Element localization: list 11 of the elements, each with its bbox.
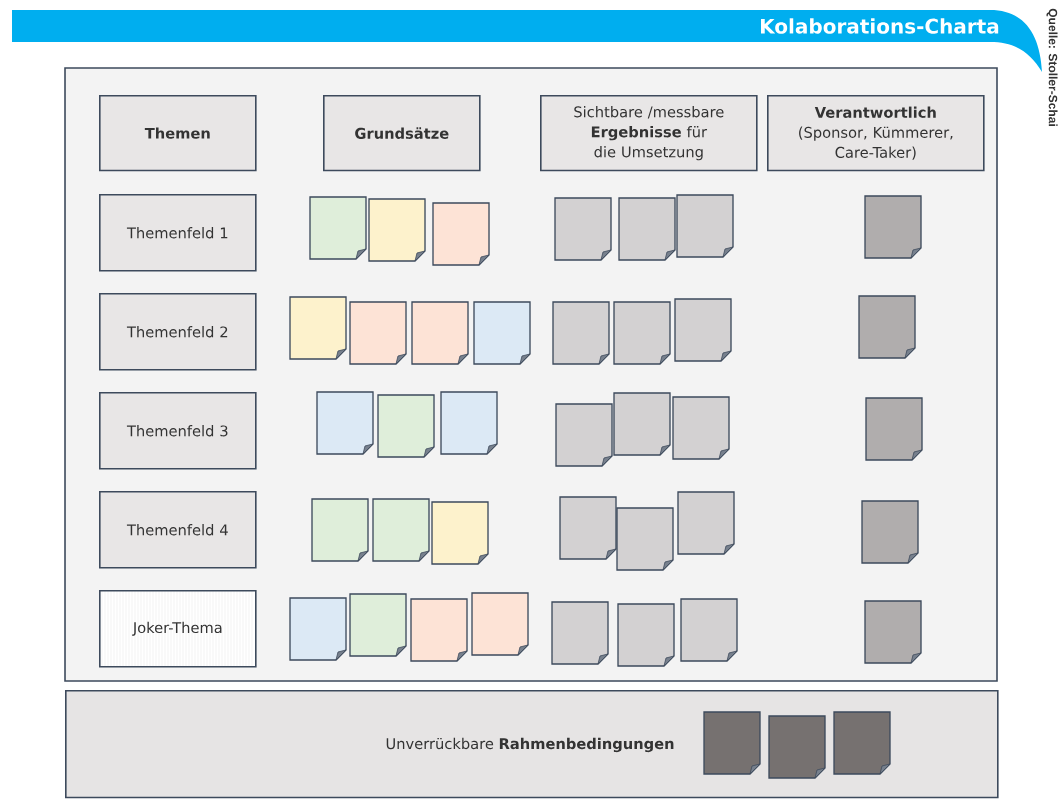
theme-box: Joker-Thema bbox=[99, 589, 257, 668]
theme-box: Themenfeld 1 bbox=[99, 194, 257, 272]
title: Kolaborations-Charta bbox=[761, 18, 999, 34]
theme-box: Themenfeld 3 bbox=[99, 392, 257, 470]
column-header: Sichtbare /messbare Ergebnisse für die Umsetzung bbox=[540, 95, 758, 172]
theme-box: Themenfeld 2 bbox=[99, 293, 257, 371]
column-header: Grundsätze bbox=[323, 95, 481, 172]
column-header: Themen bbox=[99, 95, 257, 172]
theme-box: Themenfeld 4 bbox=[99, 491, 257, 569]
column-header: Verantwortlich (Sponsor, Kümmerer, Care-Taker) bbox=[767, 95, 985, 172]
source-note: Quelle: Stoller-Schai bbox=[1046, 8, 1058, 126]
